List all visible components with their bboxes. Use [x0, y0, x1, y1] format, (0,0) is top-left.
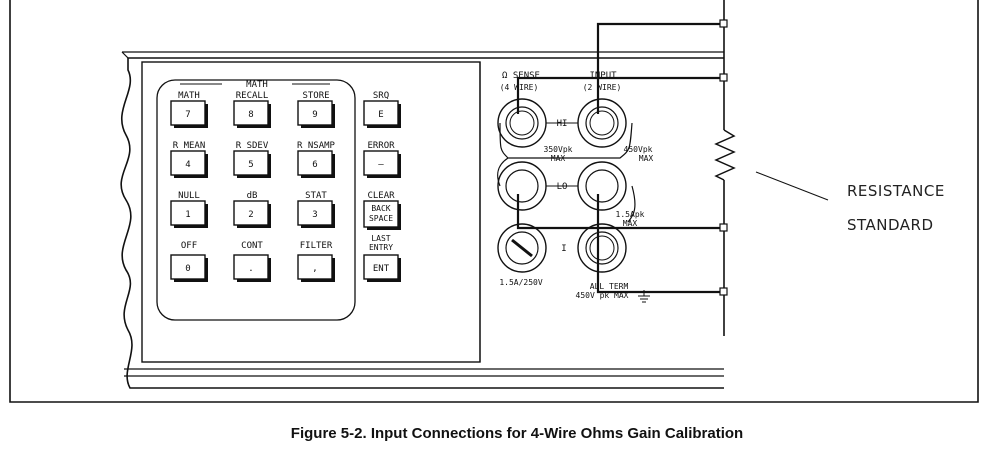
- key-label-r-mean: R MEAN: [173, 141, 206, 151]
- key-label-r-sdev: R SDEV: [236, 141, 269, 151]
- key-3-text: 3: [312, 210, 317, 220]
- rating-15a: 1.5Apk: [616, 210, 645, 219]
- rating-350-max: MAX: [551, 154, 566, 163]
- terminal-section: Ω SENSE (4 WIRE) INPUT (2 WIRE) HI 350Vp…: [497, 71, 654, 303]
- fuse-rating: 1.5A/250V: [499, 278, 543, 287]
- key-label-srq: SRQ: [373, 91, 389, 101]
- resistance-label-line1: RESISTANCE: [847, 182, 945, 200]
- key-label-last-entry: LAST ENTRY: [368, 234, 394, 252]
- key-5-text: 5: [248, 160, 253, 170]
- resistance-standard: RESISTANCE STANDARD: [714, 0, 945, 336]
- key-7-text: 7: [185, 110, 190, 120]
- key-period-text: .: [248, 264, 253, 274]
- key-e-text: E: [378, 110, 383, 120]
- current-terminal[interactable]: [577, 223, 627, 273]
- key-0-text: 0: [185, 264, 190, 274]
- terminal-post-1: [719, 19, 728, 28]
- i-label: I: [561, 244, 566, 254]
- key-2-text: 2: [248, 210, 253, 220]
- hi-label: HI: [557, 119, 568, 129]
- key-label-store: STORE: [302, 91, 329, 101]
- key-4-text: 4: [185, 160, 190, 170]
- key-6-text: 6: [312, 160, 317, 170]
- figure-caption: Figure 5-2. Input Connections for 4-Wire…: [291, 425, 743, 442]
- key-label-math: MATH: [178, 91, 200, 101]
- math-group-label: MATH: [246, 80, 268, 90]
- key-0[interactable]: [170, 254, 206, 280]
- key-period[interactable]: [233, 254, 269, 280]
- key-9-text: 9: [312, 110, 317, 120]
- key-1[interactable]: [170, 200, 206, 226]
- key-label-stat: STAT: [305, 191, 327, 201]
- key-6[interactable]: [297, 150, 333, 176]
- all-term-label: ALL TERM: [590, 282, 629, 291]
- key-label-filter: FILTER: [300, 241, 333, 251]
- sense-lo-terminal[interactable]: [497, 161, 547, 211]
- test-leads: [516, 22, 724, 294]
- fuse-holder[interactable]: [497, 223, 547, 273]
- rating-450-max: MAX: [639, 154, 654, 163]
- key-backspace[interactable]: [363, 200, 399, 228]
- rating-15a-max: MAX: [623, 219, 638, 228]
- key-1-text: 1: [185, 210, 190, 220]
- key-8-text: 8: [248, 110, 253, 120]
- key-label-recall: RECALL: [236, 91, 269, 101]
- input-subtitle: (2 WIRE): [583, 83, 622, 92]
- input-title: INPUT: [589, 71, 617, 81]
- key-e[interactable]: [363, 100, 399, 126]
- key-9[interactable]: [297, 100, 333, 126]
- key-5[interactable]: [233, 150, 269, 176]
- rating-350: 350Vpk: [544, 145, 573, 154]
- key-label-off: OFF: [181, 241, 197, 251]
- terminal-post-2: [719, 73, 728, 82]
- terminal-post-4: [719, 287, 728, 296]
- all-term-rating: 450V pk MAX: [576, 291, 629, 300]
- key-label-error: ERROR: [367, 141, 395, 151]
- instrument-panel: [120, 51, 724, 389]
- key-backspace-text: BACK SPACE: [368, 204, 394, 223]
- key-3[interactable]: [297, 200, 333, 226]
- key-comma-text: ,: [312, 264, 317, 274]
- key-minus[interactable]: [363, 150, 399, 176]
- key-label-db: dB: [247, 191, 258, 201]
- key-label-clear: CLEAR: [367, 191, 395, 201]
- key-label-r-nsamp: R NSAMP: [297, 141, 336, 151]
- key-2[interactable]: [233, 200, 269, 226]
- key-comma[interactable]: [297, 254, 333, 280]
- key-label-null: NULL: [178, 191, 200, 201]
- sense-title: Ω SENSE: [502, 71, 540, 81]
- resistance-label-line2: STANDARD: [847, 216, 934, 234]
- sense-hi-terminal[interactable]: [497, 98, 547, 148]
- key-4[interactable]: [170, 150, 206, 176]
- figure-border: [9, 0, 979, 403]
- key-label-cont: CONT: [241, 241, 263, 251]
- resistor-icon: [714, 129, 736, 181]
- key-7[interactable]: [170, 100, 206, 126]
- terminal-post-3: [719, 223, 728, 232]
- keypad: MATH 7 RECALL 8 STORE 9 SRQ E R MEAN 4 R…: [170, 91, 401, 282]
- key-ent[interactable]: [363, 254, 399, 280]
- keypad-bezel: [156, 79, 356, 321]
- rating-450: 450Vpk: [624, 145, 653, 154]
- key-minus-text: —: [378, 160, 384, 170]
- input-lo-terminal[interactable]: [577, 161, 627, 211]
- key-ent-text: ENT: [373, 264, 390, 274]
- input-hi-terminal[interactable]: [577, 98, 627, 148]
- lo-label: LO: [557, 182, 568, 192]
- key-8[interactable]: [233, 100, 269, 126]
